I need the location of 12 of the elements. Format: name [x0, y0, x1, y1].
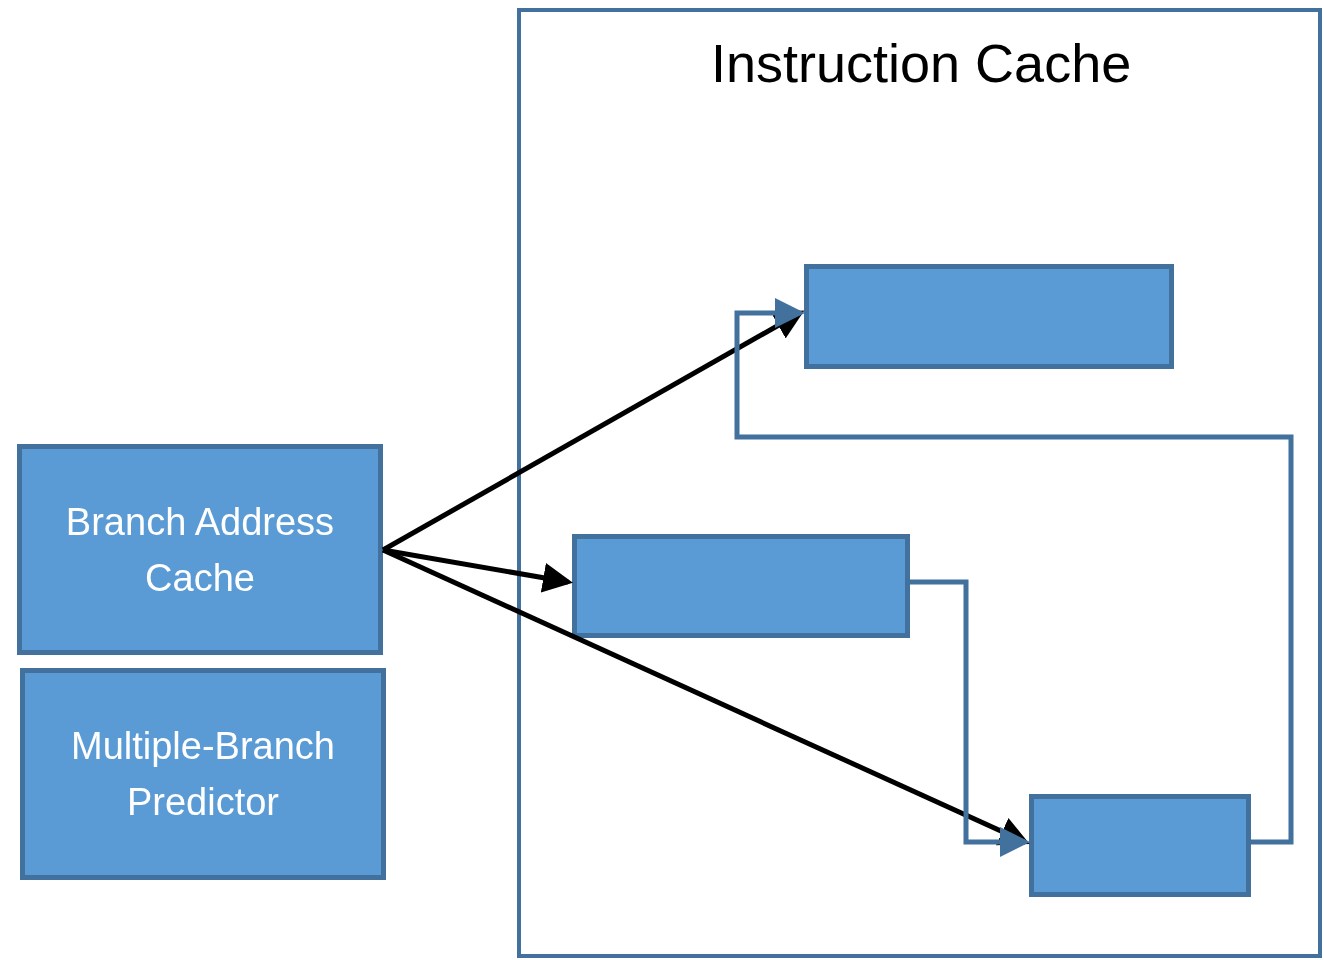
- arrow: [381, 547, 1030, 846]
- arrow: [734, 298, 1294, 845]
- block-box: [804, 264, 1174, 369]
- block-box: [572, 534, 910, 638]
- arrow: [382, 547, 573, 593]
- block-box: [1029, 794, 1251, 897]
- process-box: [17, 444, 383, 655]
- process-box: [20, 668, 386, 880]
- box-label: Branch Address Cache: [64, 499, 336, 601]
- container-heading: Instruction Cache: [711, 36, 1132, 90]
- box-label: Multiple-Branch Predictor: [70, 724, 336, 825]
- container-box: [517, 8, 1322, 958]
